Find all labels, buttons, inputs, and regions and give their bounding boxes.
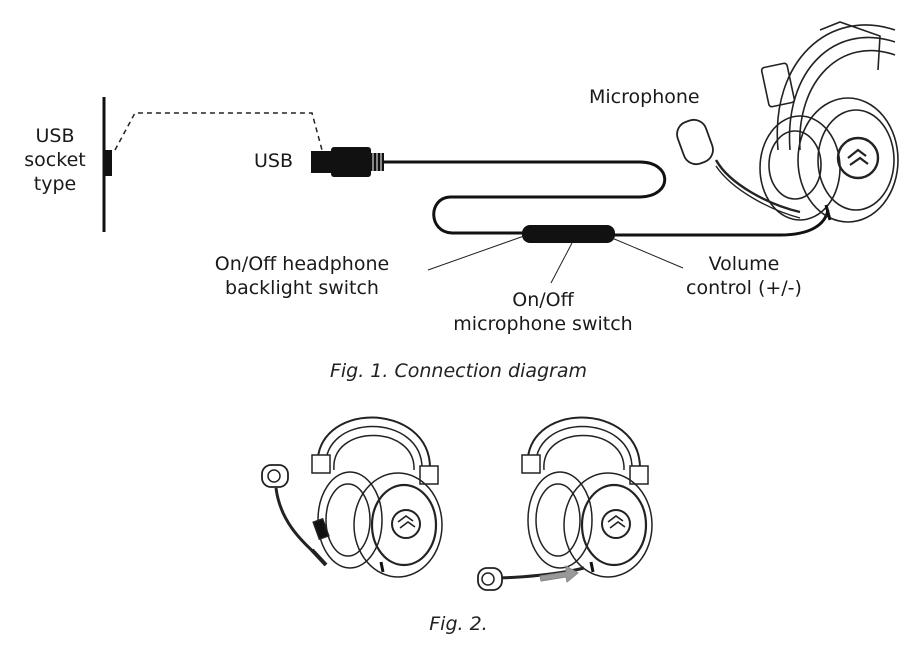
label-volume-line2: control (+/-) [686, 277, 802, 299]
label-mic-switch: On/Off microphone switch [438, 288, 648, 336]
insertion-dashed-path [114, 112, 323, 151]
inline-remote [522, 225, 615, 243]
usb-plug [311, 147, 384, 177]
figure2-caption: Fig. 2. [429, 613, 488, 635]
headset-illustration [676, 21, 899, 223]
figure1-caption: Fig. 1. Connection diagram [329, 360, 588, 382]
label-backlight-switch: On/Off headphone backlight switch [196, 252, 408, 300]
headset-mic-attached [477, 416, 653, 591]
label-usb-socket-type: USB socket type [20, 124, 90, 196]
leader-volume [611, 237, 684, 269]
label-volume-control: Volume control (+/-) [674, 252, 814, 300]
usb-socket-port [104, 150, 112, 176]
insert-arrow-icon [539, 565, 579, 583]
label-usb-socket-line3: type [33, 173, 77, 195]
label-volume-line1: Volume [708, 253, 780, 275]
headset-cable [384, 160, 830, 237]
label-usb-socket-line2: socket [24, 149, 86, 171]
label-microphone: Microphone [589, 86, 700, 108]
label-usb-socket-line1: USB [35, 125, 75, 147]
label-backlight-line2: backlight switch [225, 277, 379, 299]
label-mic-switch-line1: On/Off [512, 289, 574, 311]
label-backlight-line1: On/Off headphone [214, 253, 390, 275]
headset-mic-detached [261, 416, 443, 578]
leader-backlight [427, 235, 525, 271]
label-mic-switch-line2: microphone switch [453, 313, 633, 335]
leader-mic-switch [550, 242, 573, 284]
label-usb: USB [254, 150, 294, 172]
